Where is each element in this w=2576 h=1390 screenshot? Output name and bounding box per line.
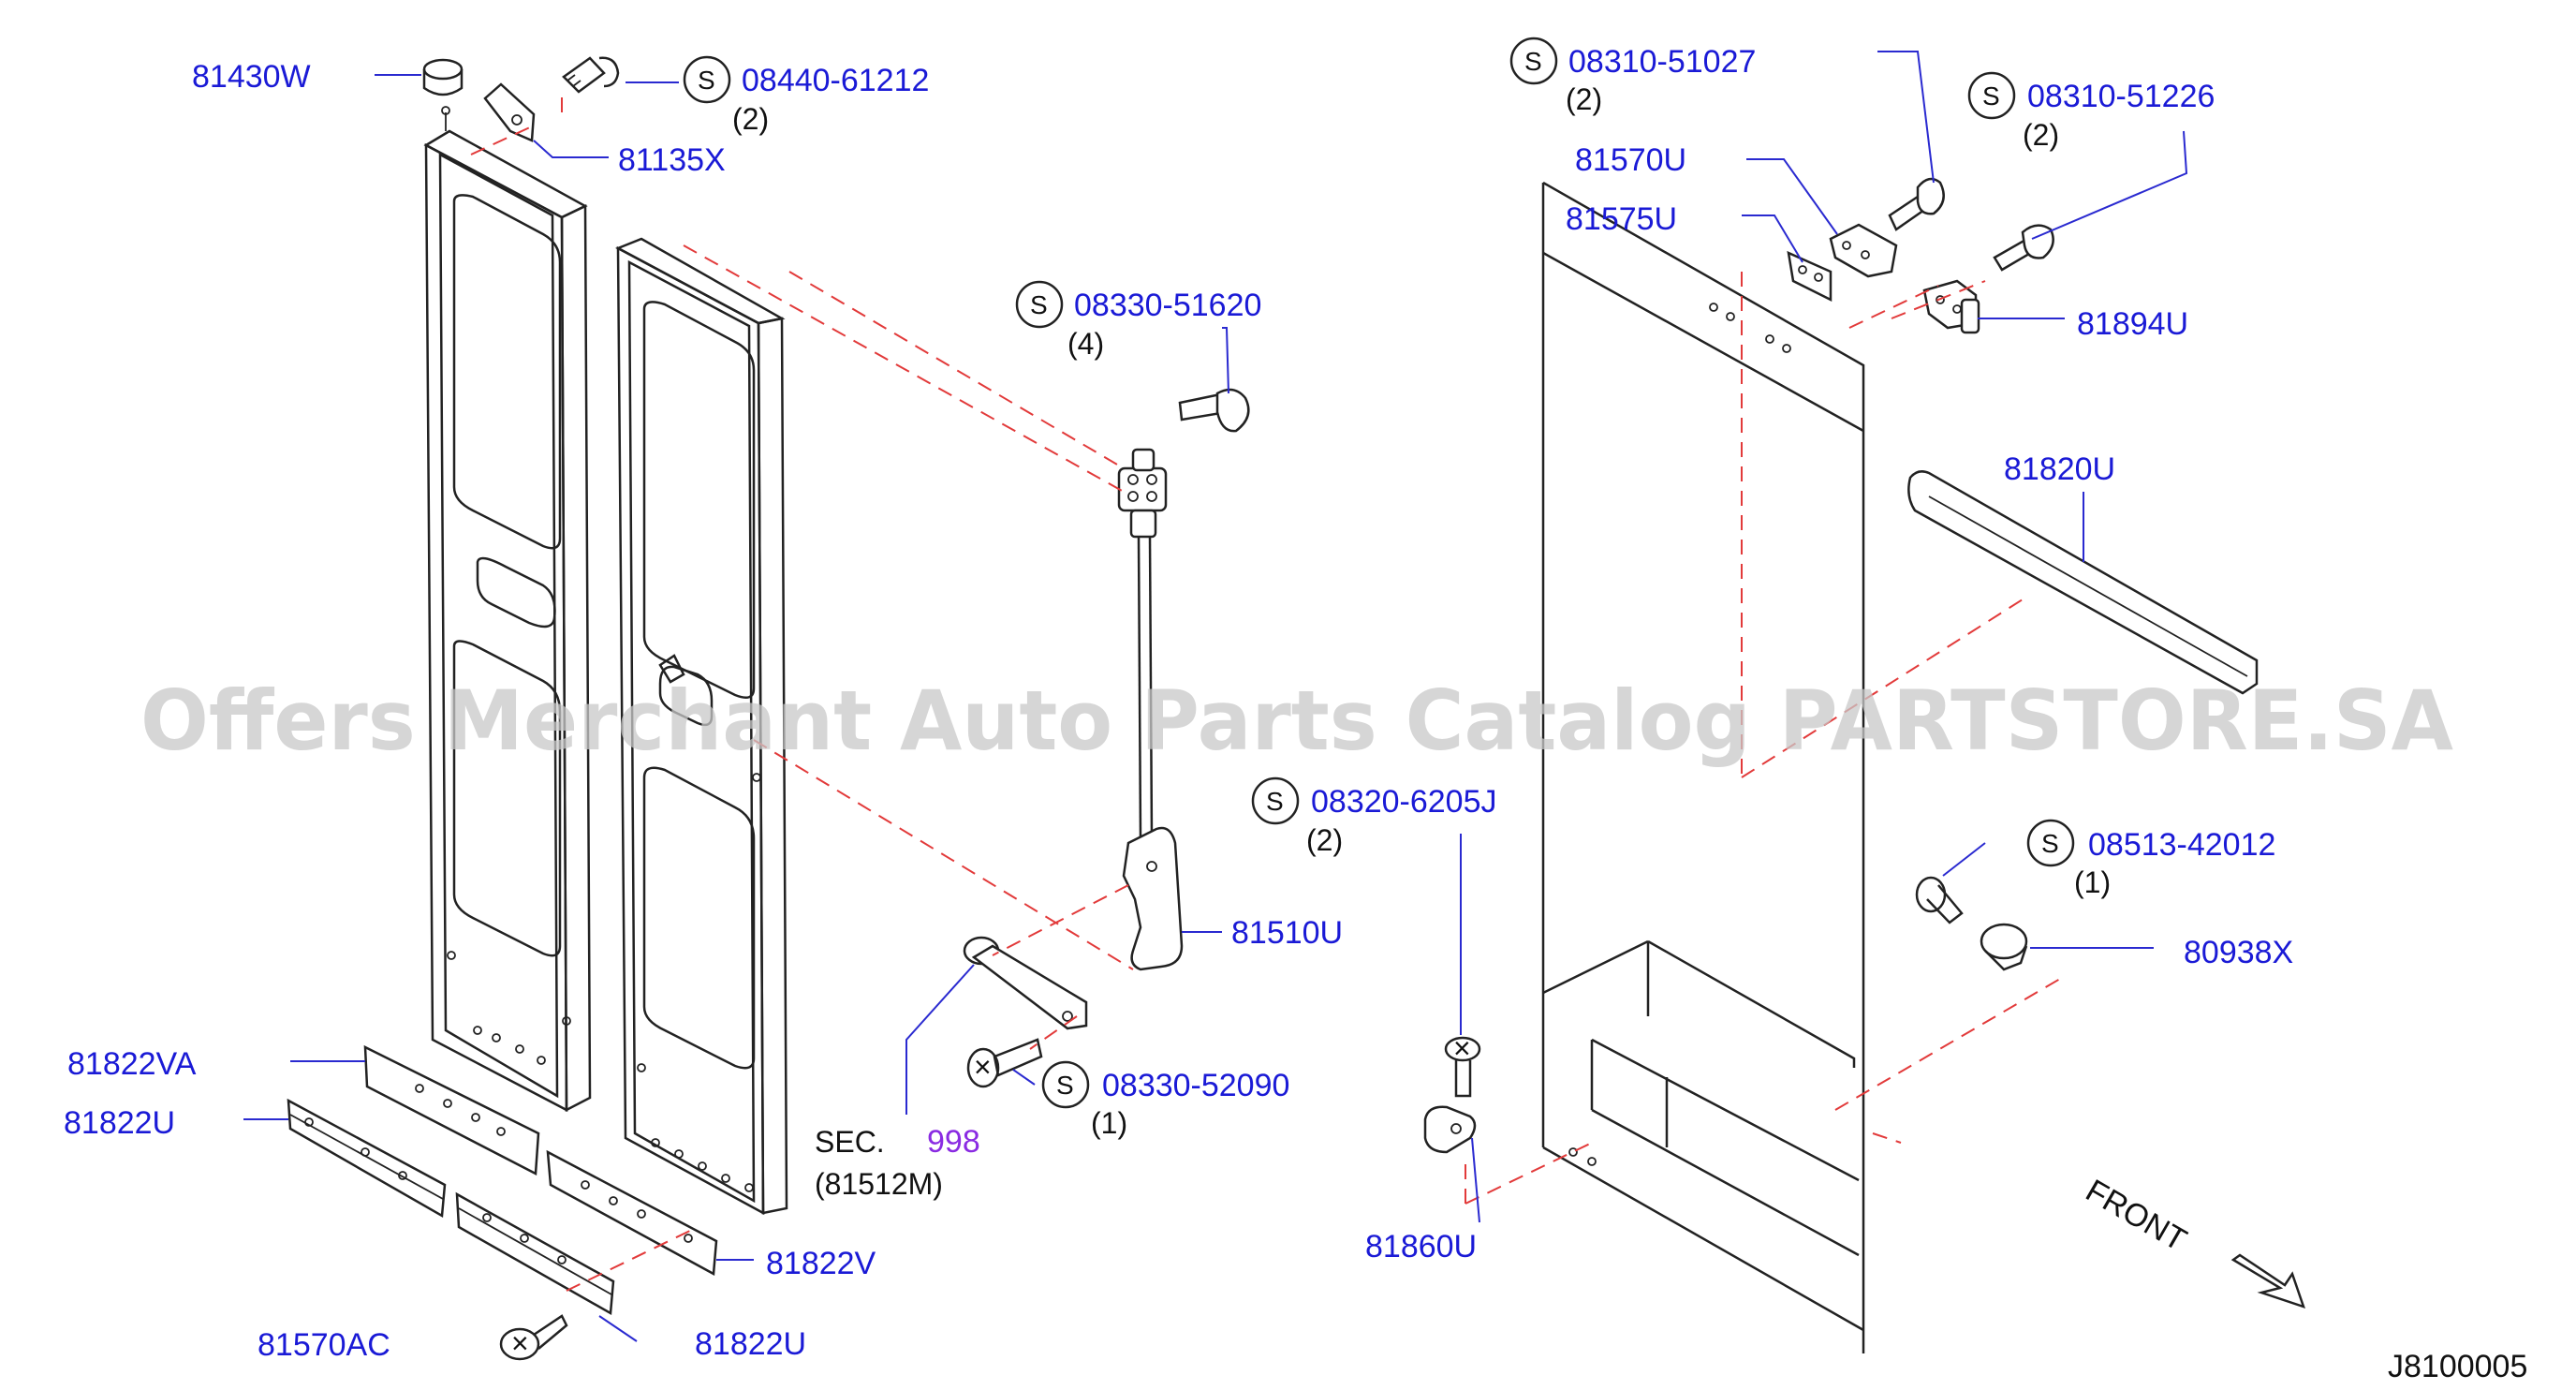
fastener-qty: (1) [1091, 1106, 1127, 1140]
part-label-80938X[interactable]: 80938X [2184, 935, 2293, 970]
front-arrow-icon [2230, 1253, 2306, 1309]
fastener-qty: (4) [1067, 327, 1104, 361]
s-marker-icon [1015, 280, 1064, 329]
screw-08330-51620 [1178, 388, 1250, 433]
alignment-lines [470, 94, 2061, 1292]
s-letter: S [1982, 81, 2000, 111]
s-markers: S S S S S S S [683, 37, 2075, 1109]
s-marker-icon [1509, 37, 1558, 85]
section-prefix: SEC. [815, 1125, 885, 1159]
screw-08330-52090: × [966, 1038, 1043, 1088]
s-marker-icon [1041, 1060, 1090, 1109]
s-marker-icon [1967, 71, 2016, 120]
bracket-81135X [483, 82, 536, 142]
fastener-qty: (1) [2074, 865, 2111, 899]
bracket-81575U [1787, 250, 1833, 303]
section-number-link[interactable]: 998 [927, 1124, 980, 1160]
part-label-81575U[interactable]: 81575U [1566, 201, 1677, 237]
part-label-81860U[interactable]: 81860U [1365, 1229, 1477, 1264]
svg-text:×: × [511, 1326, 529, 1360]
part-label-81822U-lower[interactable]: 81822U [695, 1326, 806, 1362]
svg-text:×: × [974, 1050, 992, 1084]
fastener-code-08310-51226[interactable]: 08310-51226 [2027, 79, 2215, 114]
screw-08310-51027 [1888, 177, 1945, 231]
fastener-code-08330-52090[interactable]: 08330-52090 [1102, 1068, 1289, 1103]
s-letter: S [698, 66, 715, 95]
part-label-81822U[interactable]: 81822U [64, 1105, 175, 1141]
leader-lines [243, 51, 2188, 1342]
part-label-81822VA[interactable]: 81822VA [67, 1046, 197, 1082]
diagram-code: J8100005 [2388, 1349, 2527, 1384]
part-label-81510U[interactable]: 81510U [1231, 915, 1343, 951]
screw-08513-42012 [1915, 876, 1964, 924]
bumper-81430W [422, 58, 464, 96]
s-marker-icon [1251, 776, 1300, 825]
part-label-81894U[interactable]: 81894U [2077, 306, 2188, 342]
s-marker-icon [2026, 819, 2075, 867]
part-label-81135X[interactable]: 81135X [618, 142, 726, 178]
clip-81860U [1423, 1105, 1477, 1154]
bumper-80938X [1980, 923, 2028, 971]
fastener-code-08330-51620[interactable]: 08330-51620 [1074, 288, 1261, 323]
fastener-code-08513-42012[interactable]: 08513-42012 [2088, 827, 2275, 863]
bottom-strips [287, 1044, 718, 1316]
fastener-code-08440-61212[interactable]: 08440-61212 [742, 63, 929, 98]
screw-08320-6205J: × [1444, 1031, 1481, 1098]
lever-998 [963, 936, 1088, 1030]
svg-text:×: × [1453, 1031, 1471, 1065]
part-label-81430W[interactable]: 81430W [192, 59, 311, 95]
part-label-81822V[interactable]: 81822V [766, 1246, 876, 1281]
fastener-qty: (2) [1566, 82, 1602, 116]
lock-rod-81510U [1117, 448, 1184, 971]
s-letter: S [1524, 47, 1542, 76]
part-label-81820U[interactable]: 81820U [2004, 451, 2115, 487]
fastener-code-08310-51027[interactable]: 08310-51027 [1568, 44, 1756, 80]
door-panel-outer [423, 106, 592, 1113]
screw-08310-51226 [1993, 224, 2054, 272]
screw-08440 [562, 56, 620, 94]
s-letter: S [1056, 1071, 1074, 1100]
fastener-code-08320-6205J[interactable]: 08320-6205J [1311, 784, 1497, 820]
body-panel [1541, 181, 1865, 1353]
s-letter: S [2041, 829, 2059, 858]
s-letter: S [1030, 290, 1048, 319]
fastener-qty: (2) [732, 102, 769, 136]
front-label: FRONT [2080, 1173, 2192, 1258]
part-label-81570AC[interactable]: 81570AC [258, 1327, 390, 1363]
s-marker-icon [683, 55, 731, 104]
hinge-81894U [1922, 279, 1980, 334]
watermark-text: Offers Merchant Auto Parts Catalog PARTS… [140, 673, 2453, 769]
bracket-81570U [1829, 223, 1898, 278]
fastener-qty: (2) [1306, 823, 1343, 857]
section-sub: (81512M) [815, 1167, 943, 1201]
door-panel-inner [615, 237, 788, 1216]
fastener-qty: (2) [2023, 118, 2059, 152]
s-letter: S [1266, 787, 1284, 816]
rail-81820U [1907, 470, 2259, 695]
screw-81570AC: × [499, 1314, 568, 1361]
part-label-81570U[interactable]: 81570U [1575, 142, 1686, 178]
